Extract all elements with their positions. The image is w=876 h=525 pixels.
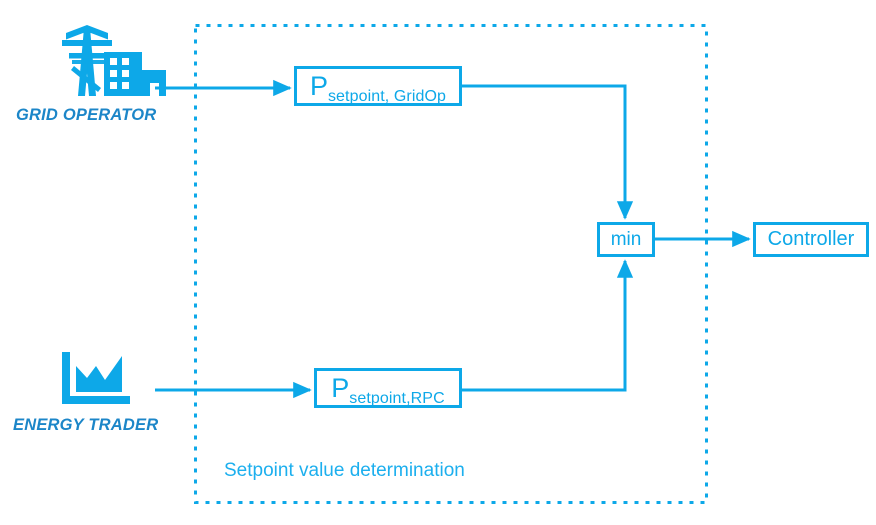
power-pylon-buildings-icon	[62, 25, 166, 96]
setpoint-gridop-base: P	[309, 70, 328, 101]
energy-trader-label: ENERGY TRADER	[13, 416, 159, 434]
min-label: min	[610, 228, 642, 250]
grid-operator-label: GRID OPERATOR	[16, 106, 157, 124]
setpoint-rpc-subscript: setpoint,RPC	[349, 389, 445, 407]
edge-setpoint-gridop-to-min	[462, 84, 634, 220]
setpoint-rpc-base: P	[331, 372, 350, 403]
edge-setpoint-rpc-to-min	[462, 259, 634, 392]
setpoint-rpc-formula: Psetpoint,RPC	[331, 372, 444, 406]
setpoint-gridop-subscript: setpoint, GridOp	[327, 87, 447, 105]
setpoint-region-boundary	[194, 24, 708, 504]
node-setpoint-gridop[interactable]: Psetpoint, GridOp	[294, 66, 462, 106]
node-setpoint-rpc[interactable]: Psetpoint,RPC	[314, 368, 462, 408]
controller-label: Controller	[767, 228, 855, 250]
node-min[interactable]: min	[597, 222, 655, 257]
region-caption: Setpoint value determination	[224, 460, 465, 481]
area-chart-icon	[62, 352, 130, 404]
setpoint-gridop-formula: Psetpoint, GridOp	[309, 70, 446, 104]
node-controller[interactable]: Controller	[753, 222, 869, 257]
